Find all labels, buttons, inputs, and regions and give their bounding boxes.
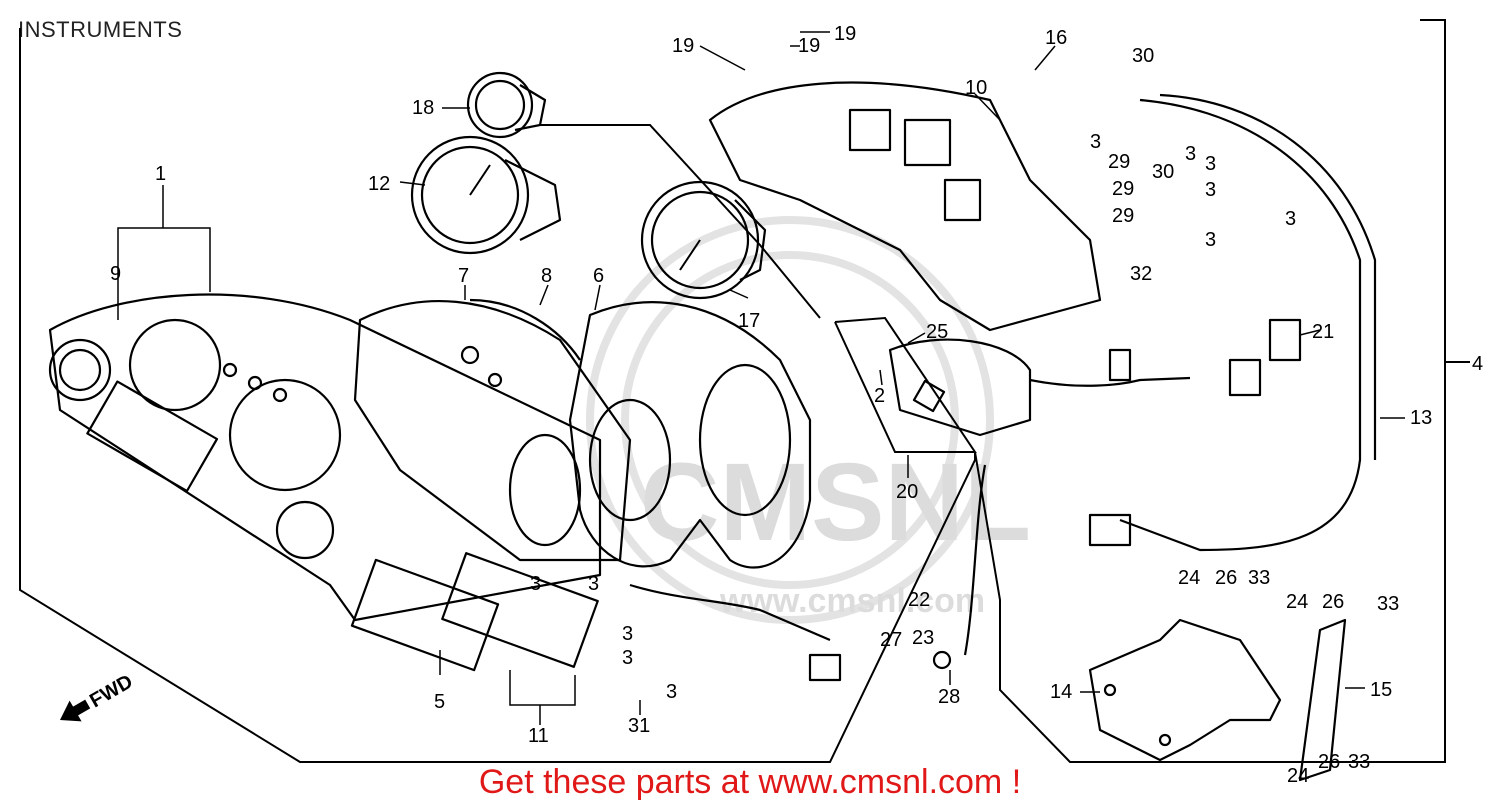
callout-19-c: 19 <box>798 35 820 57</box>
callout-24-b: 24 <box>1286 591 1308 613</box>
callout-1: 1 <box>155 163 166 185</box>
callout-29-c: 29 <box>1112 205 1134 227</box>
callout-29-b: 29 <box>1112 178 1134 200</box>
tachometer-part <box>410 135 562 255</box>
callout-33-a: 33 <box>1248 567 1270 589</box>
indicator-panel-part <box>350 552 842 682</box>
callout-24-c: 24 <box>1287 765 1309 787</box>
callout-23: 23 <box>912 627 934 649</box>
leader-lines <box>117 31 1470 725</box>
callout-3-f: 3 <box>1205 229 1216 251</box>
callout-25: 25 <box>926 321 948 343</box>
callout-27: 27 <box>880 629 902 651</box>
callout-19-b: 19 <box>834 23 856 45</box>
callout-33-b: 33 <box>1377 593 1399 615</box>
watermark-logo: CMSNL www.cmsnl.com <box>586 216 1031 624</box>
wire-harness-part <box>1088 93 1377 552</box>
callout-26-a: 26 <box>1215 567 1237 589</box>
callout-3-g: 3 <box>530 573 541 595</box>
diagram-title: INSTRUMENTS <box>18 17 183 42</box>
speedometer-part <box>640 180 767 300</box>
small-meter-part <box>466 71 547 139</box>
group-outline <box>19 19 1470 763</box>
callout-29-a: 29 <box>1108 151 1130 173</box>
callout-20: 20 <box>896 481 918 503</box>
front-cover-part <box>48 293 602 622</box>
callout-30-b: 30 <box>1152 161 1174 183</box>
callout-17: 17 <box>738 310 760 332</box>
callout-13: 13 <box>1410 407 1432 429</box>
callout-8: 8 <box>541 265 552 287</box>
switch-unit-part <box>888 338 1191 437</box>
speedo-cable-part <box>932 464 987 670</box>
meter-case-part <box>353 298 632 562</box>
callout-19-a: 19 <box>672 35 694 57</box>
callout-32: 32 <box>1130 263 1152 285</box>
callout-3-h: 3 <box>588 573 599 595</box>
callout-10: 10 <box>965 77 987 99</box>
callout-labels: 1 9 7 8 6 12 18 17 19 19 19 10 16 30 30 … <box>110 23 1483 787</box>
promo-banner[interactable]: Get these parts at www.cmsnl.com ! <box>478 763 1022 801</box>
callout-16: 16 <box>1045 27 1067 49</box>
callout-4: 4 <box>1472 353 1483 375</box>
callout-33-c: 33 <box>1348 751 1370 773</box>
callout-7: 7 <box>458 265 469 287</box>
callout-21: 21 <box>1312 321 1334 343</box>
callout-26-b: 26 <box>1322 591 1344 613</box>
lower-case-part <box>708 81 1102 332</box>
callout-2: 2 <box>874 385 885 407</box>
callout-5: 5 <box>434 691 445 713</box>
callout-3-b: 3 <box>1185 143 1196 165</box>
callout-31: 31 <box>628 715 650 737</box>
callout-15: 15 <box>1370 679 1392 701</box>
callout-3-d: 3 <box>1205 179 1216 201</box>
callout-3-k: 3 <box>666 681 677 703</box>
callout-9: 9 <box>110 263 121 285</box>
callout-3-j: 3 <box>622 647 633 669</box>
callout-3-e: 3 <box>1285 208 1296 230</box>
callout-22: 22 <box>908 589 930 611</box>
callout-6: 6 <box>593 265 604 287</box>
callout-30-a: 30 <box>1132 45 1154 67</box>
callout-28: 28 <box>938 686 960 708</box>
callout-14: 14 <box>1050 681 1072 703</box>
callout-12: 12 <box>368 173 390 195</box>
gasket-part <box>568 301 812 569</box>
watermark-text: CMSNL <box>640 441 1031 564</box>
fwd-arrow-icon: FWD <box>60 671 137 722</box>
callout-18: 18 <box>412 97 434 119</box>
mounting-bracket-part <box>1088 618 1347 782</box>
callout-3-c: 3 <box>1205 153 1216 175</box>
fwd-label: FWD <box>86 671 136 713</box>
callout-26-c: 26 <box>1318 751 1340 773</box>
watermark-url: www.cmsnl.com <box>719 582 985 620</box>
callout-11: 11 <box>528 725 549 747</box>
callout-24-a: 24 <box>1178 567 1200 589</box>
callout-3-i: 3 <box>622 623 633 645</box>
callout-3-a: 3 <box>1090 131 1101 153</box>
